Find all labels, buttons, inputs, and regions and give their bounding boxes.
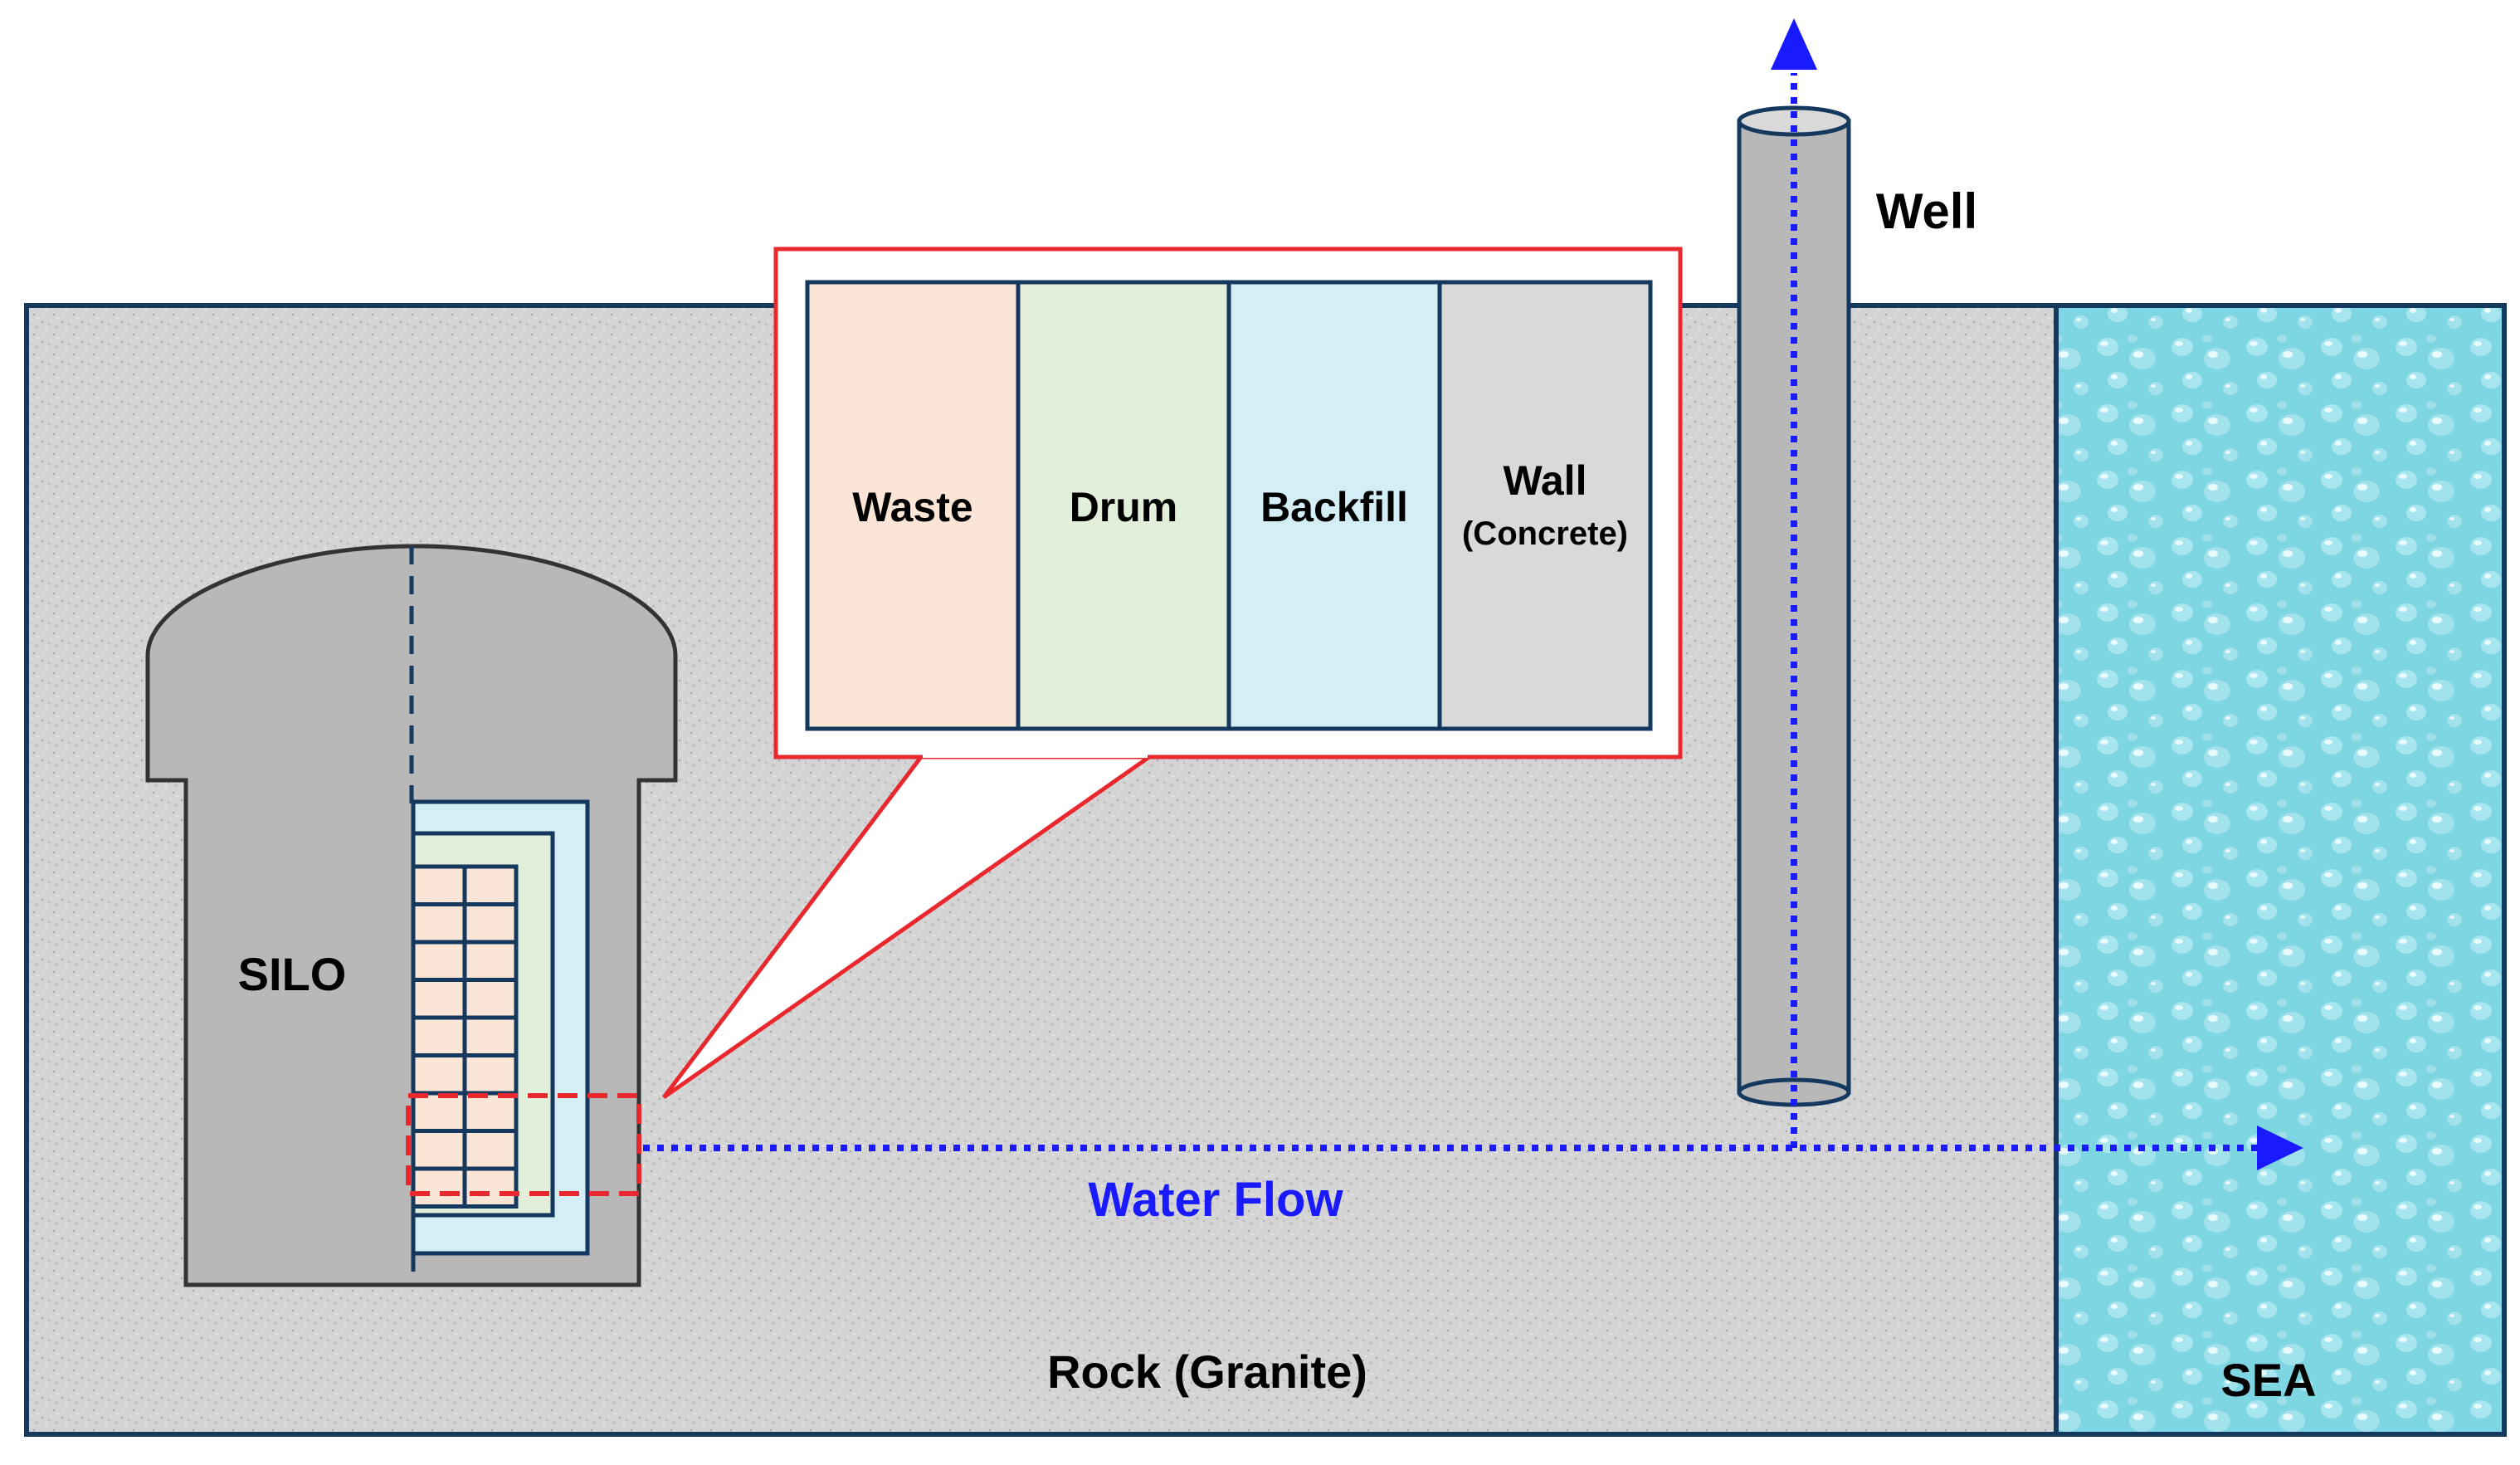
callout-layer-waste-label: Waste <box>852 484 972 530</box>
well-label: Well <box>1876 183 1977 239</box>
callout-pointer <box>662 754 1151 1100</box>
waste-drum-cell <box>411 1166 467 1209</box>
waste-drum-cell <box>411 902 467 945</box>
silo-label: SILO <box>238 948 347 1000</box>
water-flow-label: Water Flow <box>1088 1173 1343 1227</box>
waste-drum-cell <box>462 978 519 1020</box>
waste-drum-cell <box>462 902 519 945</box>
callout-layer-wall-label: Wall <box>1504 457 1587 504</box>
waste-drum-cell <box>411 978 467 1020</box>
sea-label: SEA <box>2220 1354 2316 1406</box>
callout-layer-drum <box>1016 280 1231 731</box>
callout-layer-backfill-label: Backfill <box>1260 484 1408 530</box>
waste-drum-cell <box>462 1015 519 1057</box>
callout-layer-wall <box>1437 280 1653 731</box>
waste-drum-cell <box>462 1166 519 1209</box>
waste-drum-cell <box>411 864 467 906</box>
water-flow-arrowhead <box>2257 1126 2303 1170</box>
sea-region <box>2056 305 2504 1434</box>
well-flow-arrowhead <box>1771 18 1817 70</box>
waste-drum-cell <box>411 940 467 982</box>
waste-drum-cell <box>462 940 519 982</box>
well-top <box>1737 105 1851 137</box>
waste-drum-cell <box>462 1091 519 1133</box>
rock-label: Rock (Granite) <box>1047 1345 1367 1398</box>
waste-drum-cell <box>462 864 519 906</box>
callout-layer-waste <box>805 280 1021 731</box>
waste-drum-cell <box>411 1015 467 1057</box>
zoom-region-box <box>406 1093 641 1196</box>
waste-drum-cell <box>411 1091 467 1133</box>
waste-drum-cell <box>411 1053 467 1096</box>
waste-drum-grid <box>411 864 519 1209</box>
waste-drum-cell <box>462 1053 519 1096</box>
waste-drum-cell <box>411 1129 467 1171</box>
callout-layer-wall-sublabel: (Concrete) <box>1462 515 1628 552</box>
waste-drum-cell <box>462 1129 519 1171</box>
callout-layer-drum-label: Drum <box>1070 484 1178 530</box>
callout-layers: Waste Drum Backfill Wall (Concrete) <box>805 280 1653 731</box>
